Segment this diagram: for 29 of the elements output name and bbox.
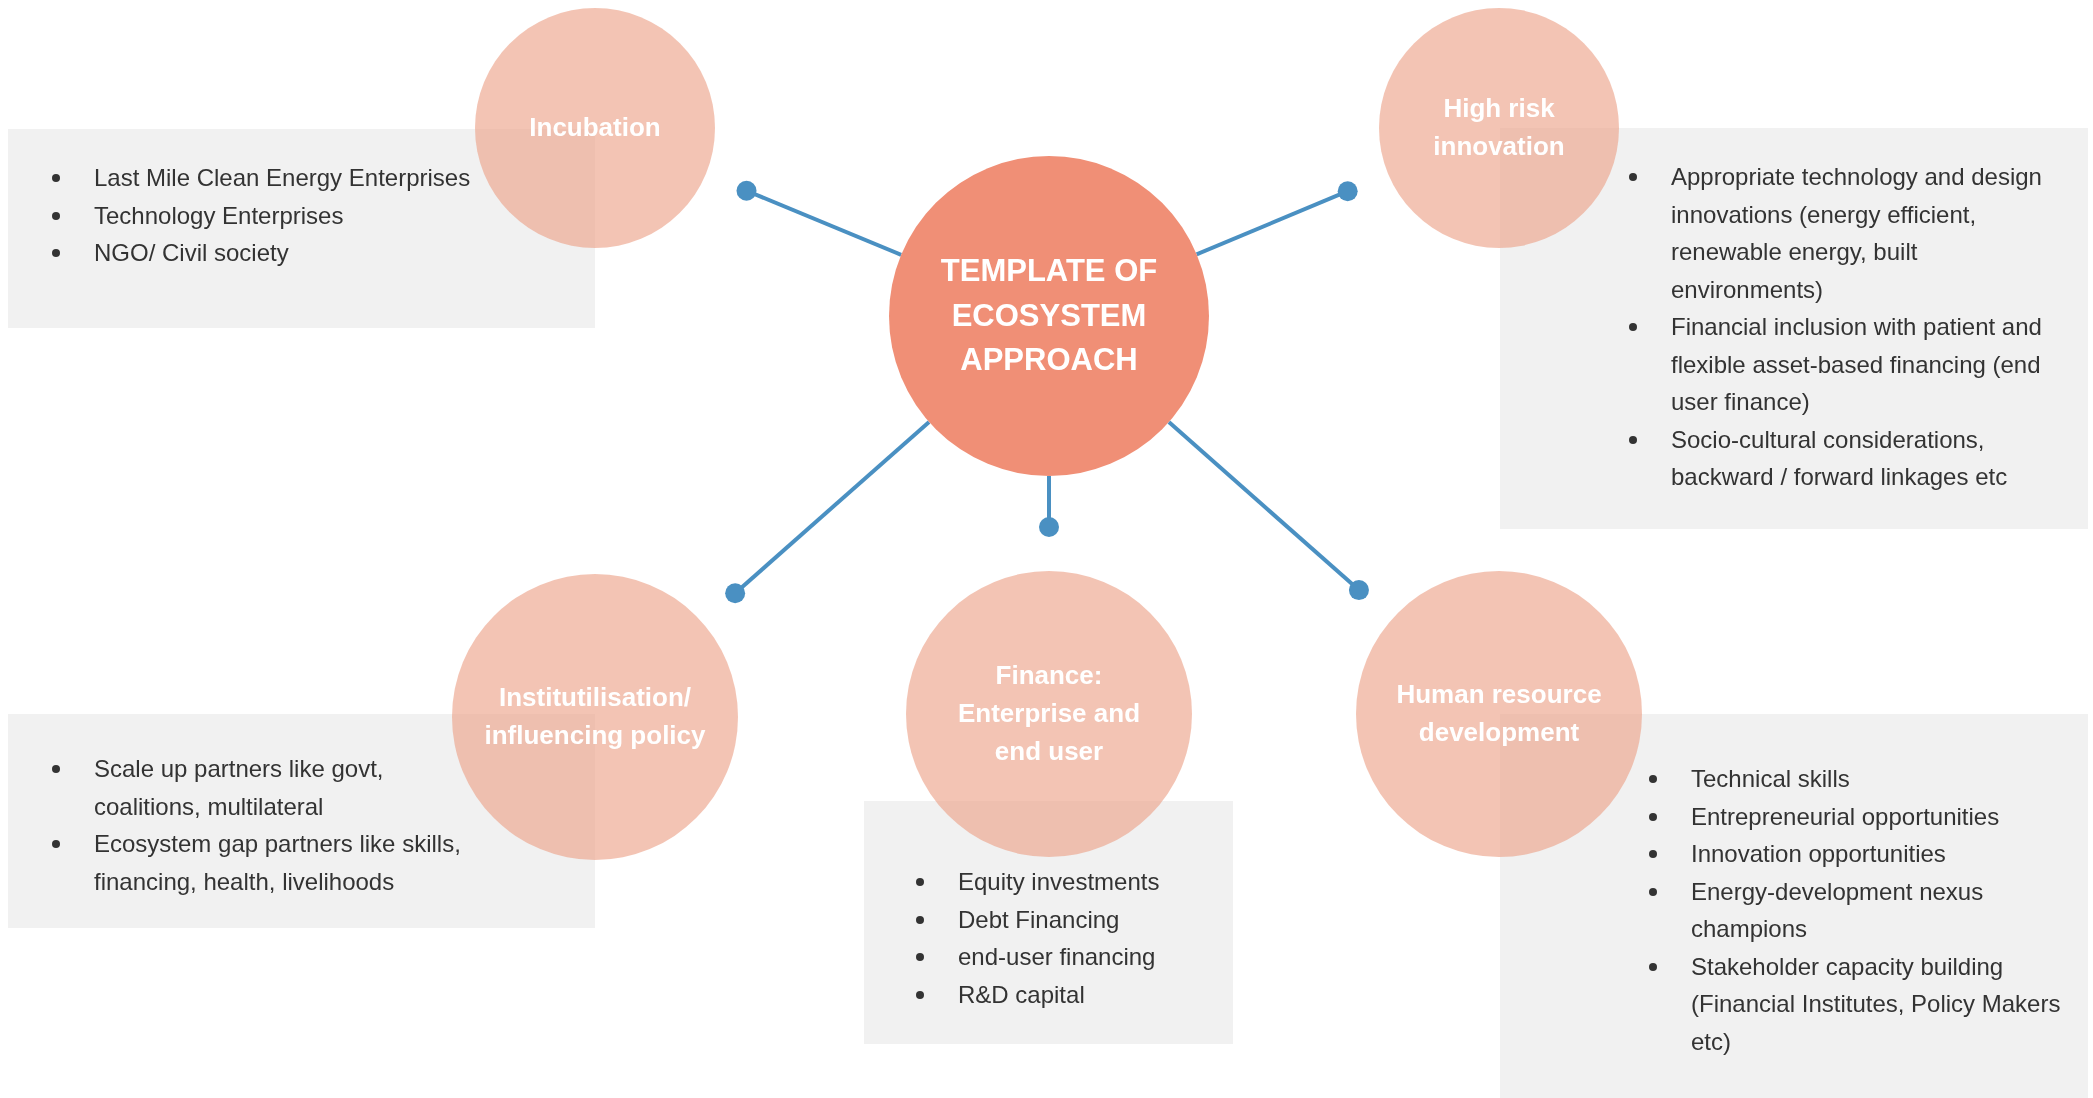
- bullet-item: Socio-cultural considerations, backward / forward linkages etc: [1627, 420, 2058, 496]
- bullet-item: Technical skills: [1647, 760, 2068, 798]
- circle-label: Human resource development: [1395, 678, 1603, 749]
- connector-line: [1039, 476, 1059, 537]
- bullet-item: Innovation opportunities: [1647, 835, 2068, 873]
- bullet-item: NGO/ Civil society: [50, 234, 585, 272]
- connector-line: [1195, 181, 1358, 257]
- bullet-item: Appropriate technology and design innovations (energy efficient, renewable energy, built environments): [1627, 158, 2058, 308]
- connector-line: [725, 420, 931, 604]
- bullet-item: R&D capital: [914, 975, 1223, 1013]
- bullet-item: Ecosystem gap partners like skills, financing, health, livelihoods: [50, 825, 495, 900]
- circle-label: Institutilisation/ influencing policy: [483, 681, 707, 752]
- circle-label: Finance: Enterprise and end user: [956, 659, 1142, 768]
- bullet-item: Equity investments: [914, 863, 1223, 901]
- connector-line: [1167, 420, 1369, 601]
- bullet-item: end-user financing: [914, 938, 1223, 976]
- connector-line: [736, 180, 902, 257]
- bullet-item: Technology Enterprises: [50, 196, 585, 234]
- bullet-list-panel: [864, 801, 1233, 1044]
- bullet-item: Scale up partners like govt, coalitions, multilateral: [50, 750, 495, 825]
- bullet-item: Last Mile Clean Energy Enterprises: [50, 159, 585, 197]
- center-title: TEMPLATE OF ECOSYSTEM APPROACH: [939, 251, 1159, 380]
- circle-label: High risk innovation: [1432, 92, 1566, 163]
- circle-label: Incubation: [528, 111, 662, 145]
- bullet-item: Energy-development nexus champions: [1647, 872, 2068, 948]
- bullet-item: Entrepreneurial opportunities: [1647, 797, 2068, 835]
- bullet-item: Stakeholder capacity building (Financial Institutes, Policy Makers etc): [1647, 947, 2068, 1060]
- bullet-item: Debt Financing: [914, 900, 1223, 938]
- bullet-item: Financial inclusion with patient and flexible asset-based financing (end user finance): [1627, 308, 2058, 421]
